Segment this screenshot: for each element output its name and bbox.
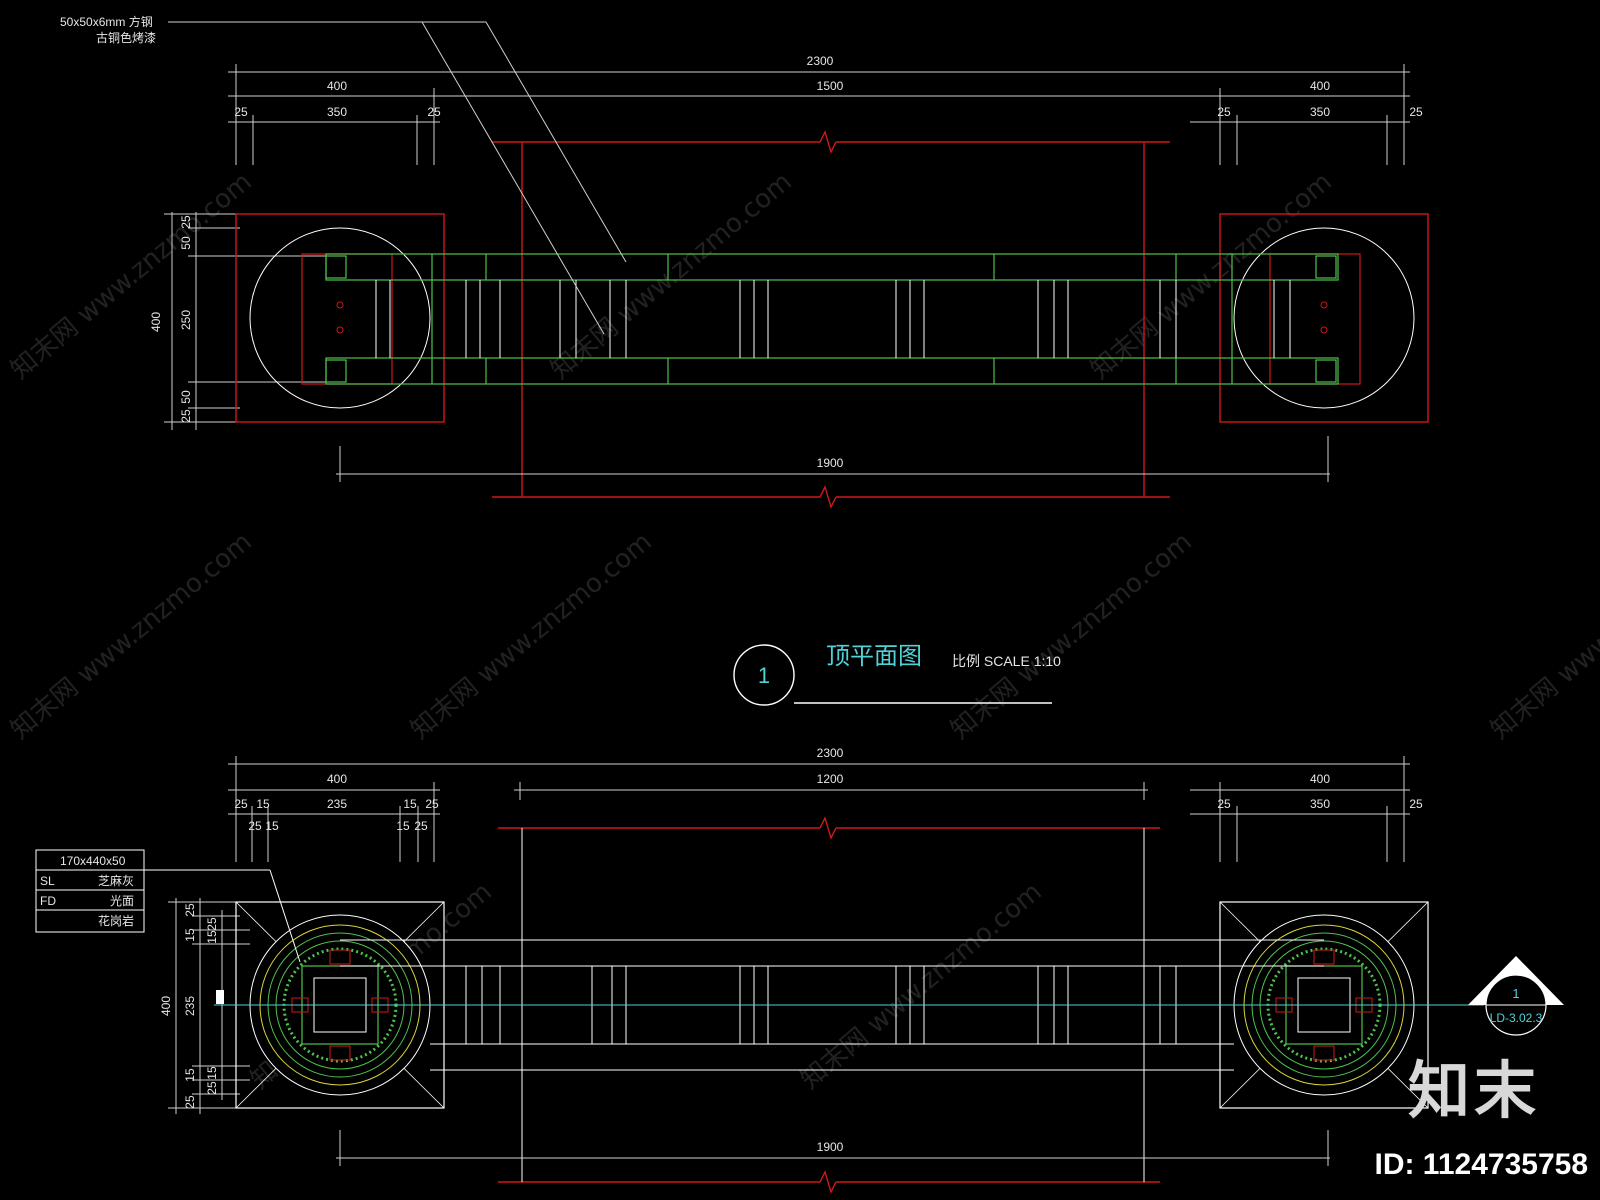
dim-vertical-main: 235: [183, 996, 197, 1016]
dim-left-sub2: 25: [414, 819, 428, 833]
watermark-text: 知末网 www.znzmo.com: [545, 167, 797, 386]
watermark-text: 知末网 www.znzmo.com: [795, 877, 1047, 1096]
dim-vertical-sub: 15: [183, 1068, 197, 1082]
top-dimension-lines: [228, 64, 1410, 165]
title-scale: 比例 SCALE 1:10: [952, 653, 1061, 669]
title-number: 1: [758, 663, 770, 688]
dim-right-sub: 25: [1409, 105, 1423, 119]
watermark-text: 知末网 www.znzmo.com: [405, 527, 657, 746]
dim-vertical-sub: 15: [205, 1066, 219, 1080]
top-vertical-dim-lines: [164, 212, 330, 430]
watermark-text: 知末网 www.znzmo.com: [1485, 527, 1600, 746]
dim-right-part: 400: [1310, 772, 1330, 786]
dim-vertical-sub: 15: [205, 930, 219, 944]
dim-vertical-total: 400: [159, 996, 173, 1016]
section-cut-start: [216, 990, 224, 1004]
slat-lines: [375, 280, 1291, 358]
dim-left-sub: 25: [425, 797, 439, 811]
dim-vertical-sub: 25: [179, 409, 193, 423]
material-code: SL: [40, 874, 55, 888]
dim-vertical-sub: 15: [183, 928, 197, 942]
dim-right-sub: 25: [1217, 105, 1231, 119]
dim-overall: 2300: [817, 746, 844, 760]
section-marker-ref: LD-3.02.3: [1490, 1011, 1543, 1025]
bottom-plan-view: 2300 400 1200 400 25 15 235 15 25 25 15 …: [35, 746, 1564, 1194]
material-code: FD: [40, 894, 56, 908]
callout-top-line1: 50x50x6mm 方钢: [60, 14, 153, 29]
dim-left-part: 400: [327, 79, 347, 93]
dim-vertical-sub: 50: [179, 236, 193, 250]
dim-vertical-sub: 250: [179, 310, 193, 330]
bottom-dimension-lines: [228, 756, 1410, 862]
dim-middle-part: 1500: [817, 79, 844, 93]
dim-vertical-sub: 25: [205, 1081, 219, 1095]
watermark-text: 知末网 www.znzmo.com: [5, 527, 257, 746]
dim-right-sub: 25: [1217, 797, 1231, 811]
dim-left-sub2: 15: [265, 819, 279, 833]
dim-vertical-total: 400: [149, 312, 163, 332]
material-size: 170x440x50: [60, 854, 126, 868]
dim-left-sub: 25: [427, 105, 441, 119]
dim-vertical-sub: 50: [179, 390, 193, 404]
dim-vertical-sub: 25: [183, 1095, 197, 1109]
bottom-bottom-dim-lines: [336, 1130, 1330, 1166]
dim-bottom: 1900: [817, 456, 844, 470]
steel-beam-frame: [325, 253, 1339, 385]
material-value: 光面: [110, 894, 134, 908]
material-value: 芝麻灰: [98, 873, 134, 888]
watermark-text: 知末网 www.znzmo.com: [1085, 167, 1337, 386]
top-plan-view: 2300 400 1500 400 25 350 25 25 350 25 40…: [60, 14, 1429, 509]
image-id-label: ID: 1124735758: [1374, 1148, 1588, 1181]
brand-logo: 知末: [1407, 1054, 1540, 1127]
dim-right-sub: 350: [1310, 797, 1330, 811]
watermark-text: 知末网 www.znzmo.com: [945, 527, 1197, 746]
left-pedestal-top: [235, 213, 445, 423]
dim-left-sub: 235: [327, 797, 347, 811]
dim-left-sub: 15: [403, 797, 417, 811]
dim-left-part: 400: [327, 772, 347, 786]
dim-bottom: 1900: [817, 1140, 844, 1154]
dim-right-part: 400: [1310, 79, 1330, 93]
title-text: 顶平面图: [826, 642, 922, 670]
callout-top-line2: 古铜色烤漆: [96, 30, 156, 45]
dim-right-sub: 25: [1409, 797, 1423, 811]
middle-platform-red: [498, 816, 1160, 1194]
top-bottom-dim-lines: [336, 436, 1330, 482]
dim-left-sub2: 15: [396, 819, 410, 833]
dim-overall: 2300: [807, 54, 834, 68]
material-value: 花岗岩: [98, 913, 134, 928]
material-table: 170x440x50 SL 芝麻灰 FD 光面 花岗岩: [35, 849, 301, 963]
dim-left-sub: 15: [256, 797, 270, 811]
dim-middle-part: 1200: [817, 772, 844, 786]
section-marker-number: 1: [1512, 986, 1519, 1001]
dim-right-sub: 350: [1310, 105, 1330, 119]
dim-left-sub2: 25: [248, 819, 262, 833]
middle-platform-red: [492, 130, 1170, 509]
title-block: 1 顶平面图 比例 SCALE 1:10: [733, 642, 1061, 706]
title-number-circle: [733, 644, 795, 706]
callout-leader: [168, 21, 627, 335]
dim-left-sub: 25: [234, 797, 248, 811]
dim-left-sub: 350: [327, 105, 347, 119]
section-marker: 1 LD-3.02.3: [1468, 956, 1564, 1036]
dim-vertical-sub: 25: [205, 917, 219, 931]
dim-vertical-sub: 25: [183, 903, 197, 917]
watermark-text: 知末网 www.znzmo.com: [5, 167, 257, 386]
dim-left-sub: 25: [234, 105, 248, 119]
dim-vertical-sub: 25: [179, 215, 193, 229]
